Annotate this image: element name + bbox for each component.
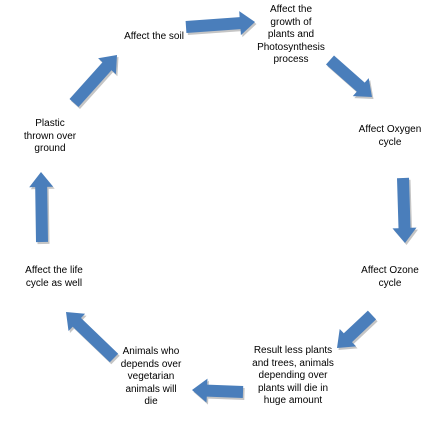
node-plastic-thrown: Plastic thrown over ground bbox=[23, 118, 77, 154]
arrow-life-cycle-to-plastic-thrown bbox=[29, 172, 54, 243]
arrow-less-plants-to-animals-die bbox=[192, 378, 244, 403]
arrow-animals-die-to-life-cycle bbox=[66, 312, 119, 363]
node-life-cycle: Affect the life cycle as well bbox=[25, 265, 83, 289]
arrow-affect-ozone-to-less-plants bbox=[337, 310, 377, 348]
arrow-affect-growth-to-affect-oxygen bbox=[326, 55, 372, 97]
arrow-plastic-thrown-to-affect-soil bbox=[69, 55, 117, 107]
node-affect-soil: Affect the soil bbox=[124, 31, 184, 42]
node-affect-growth: Affect the growth of plants and Photosyn… bbox=[257, 4, 325, 65]
node-less-plants: Result less plants and trees, animals de… bbox=[252, 345, 334, 406]
node-animals-die: Animals who depends over vegetarian anim… bbox=[120, 346, 182, 407]
node-affect-ozone: Affect Ozone cycle bbox=[361, 265, 419, 289]
arrow-affect-oxygen-to-affect-ozone bbox=[392, 177, 417, 243]
node-affect-oxygen: Affect Oxygen cycle bbox=[358, 124, 422, 148]
arrow-affect-soil-to-affect-growth bbox=[185, 11, 255, 36]
